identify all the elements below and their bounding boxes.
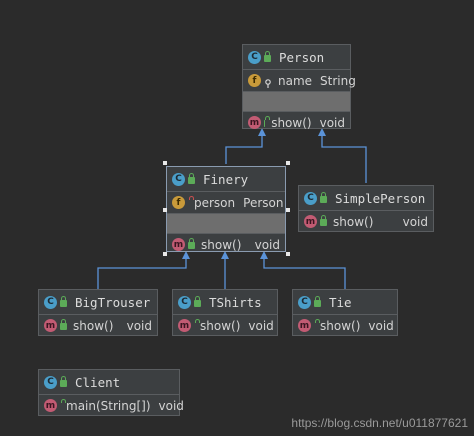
selection-handle-bottom-right[interactable] [286, 252, 290, 256]
class-icon: C [178, 295, 191, 309]
class-header: C SimplePerson [299, 186, 433, 210]
method-icon: m [44, 319, 57, 332]
method-name: main(String[]) [66, 398, 151, 413]
field-icon: f [172, 196, 185, 209]
edge-finery-to-person [225, 131, 263, 164]
method-return-type: void [158, 398, 184, 413]
class-name: SimplePerson [335, 190, 426, 206]
class-box-finery[interactable]: C Finery f person Person m show() void [166, 166, 286, 252]
public-lock-icon [264, 50, 271, 62]
class-header: C BigTrouser [39, 290, 157, 314]
class-name: BigTrouser [75, 294, 151, 310]
arrowhead-finery-left [182, 251, 190, 259]
class-header: C Tie [293, 290, 397, 314]
public-lock-icon [314, 295, 321, 307]
edge-simpleperson-to-person [321, 131, 367, 183]
arrowhead-finery-middle [221, 251, 229, 259]
field-type: Person [243, 195, 284, 210]
method-row[interactable]: m show() void [293, 314, 397, 336]
class-header: C TShirts [173, 290, 277, 314]
method-name: show() [333, 214, 374, 229]
class-header: C Client [39, 370, 179, 394]
field-row[interactable]: f name String [243, 69, 356, 91]
empty-compartment [243, 91, 350, 111]
method-name: show() [271, 115, 312, 130]
public-lock-icon [194, 295, 201, 307]
class-icon: C [248, 50, 261, 64]
class-icon: C [304, 191, 317, 205]
selection-handle-bottom-left[interactable] [163, 252, 167, 256]
selection-handle-top-right[interactable] [286, 161, 290, 165]
public-lock-icon [264, 116, 272, 127]
arrowhead-finery-right [260, 251, 268, 259]
method-return-type: void [402, 214, 428, 229]
class-name: Tie [329, 294, 352, 310]
class-box-tie[interactable]: C Tie m show() void [292, 289, 398, 336]
class-box-simpleperson[interactable]: C SimplePerson m show() void [298, 185, 434, 232]
method-row[interactable]: m main(String[]) void [39, 394, 184, 416]
field-row[interactable]: f person Person [167, 191, 285, 213]
class-name: Finery [203, 171, 249, 187]
method-row[interactable]: m show() void [173, 314, 277, 336]
arrowhead-person-left [258, 128, 266, 136]
class-name: Client [75, 374, 121, 390]
class-name: TShirts [209, 294, 262, 310]
method-row[interactable]: m show() void [167, 233, 285, 255]
class-icon: C [44, 375, 57, 389]
public-lock-icon [320, 215, 327, 226]
arrowhead-person-right [318, 128, 326, 136]
field-name: person [194, 195, 236, 210]
method-name: show() [200, 318, 241, 333]
class-box-bigtrouser[interactable]: C BigTrouser m show() void [38, 289, 158, 336]
class-box-client[interactable]: C Client m main(String[]) void [38, 369, 184, 416]
selection-handle-top-left[interactable] [163, 161, 167, 165]
class-box-tshirts[interactable]: C TShirts m show() void [172, 289, 278, 336]
method-icon: m [248, 116, 261, 129]
public-lock-icon [188, 238, 195, 249]
method-row[interactable]: m show() void [299, 210, 433, 232]
method-return-type: void [319, 115, 345, 130]
empty-compartment [167, 213, 285, 233]
class-header: C Finery [167, 167, 285, 191]
method-name: show() [320, 318, 361, 333]
selection-handle-middle-right[interactable] [286, 208, 290, 212]
method-return-type: void [126, 318, 152, 333]
edge-tie-to-finery [263, 254, 346, 289]
method-name: show() [73, 318, 114, 333]
method-row[interactable]: m show() void [39, 314, 157, 336]
class-header: C Person [243, 45, 350, 69]
field-type: String [320, 73, 356, 88]
public-lock-icon [60, 319, 67, 330]
method-row[interactable]: m show() void [243, 111, 350, 133]
method-name: show() [201, 237, 242, 252]
method-return-type: void [248, 318, 274, 333]
public-lock-icon [320, 191, 327, 203]
field-icon: f [248, 74, 261, 87]
public-lock-icon [60, 375, 67, 387]
class-name: Person [279, 49, 325, 65]
method-icon: m [298, 319, 311, 332]
class-icon: C [44, 295, 57, 309]
method-icon: m [44, 399, 57, 412]
edge-bigtrouser-to-finery [97, 254, 187, 289]
class-box-person[interactable]: C Person f name String m show() void [242, 44, 356, 130]
method-return-type: void [254, 237, 280, 252]
field-name: name [278, 73, 313, 88]
class-icon: C [298, 295, 311, 309]
public-lock-icon [188, 172, 195, 184]
class-icon: C [172, 172, 185, 186]
package-visibility-icon [264, 78, 272, 88]
method-return-type: void [368, 318, 394, 333]
selection-handle-middle-left[interactable] [163, 208, 167, 212]
watermark: https://blog.csdn.net/u011877621 [291, 416, 468, 430]
public-lock-icon [60, 295, 67, 307]
method-icon: m [304, 215, 317, 228]
method-icon: m [178, 319, 191, 332]
method-icon: m [172, 238, 185, 251]
